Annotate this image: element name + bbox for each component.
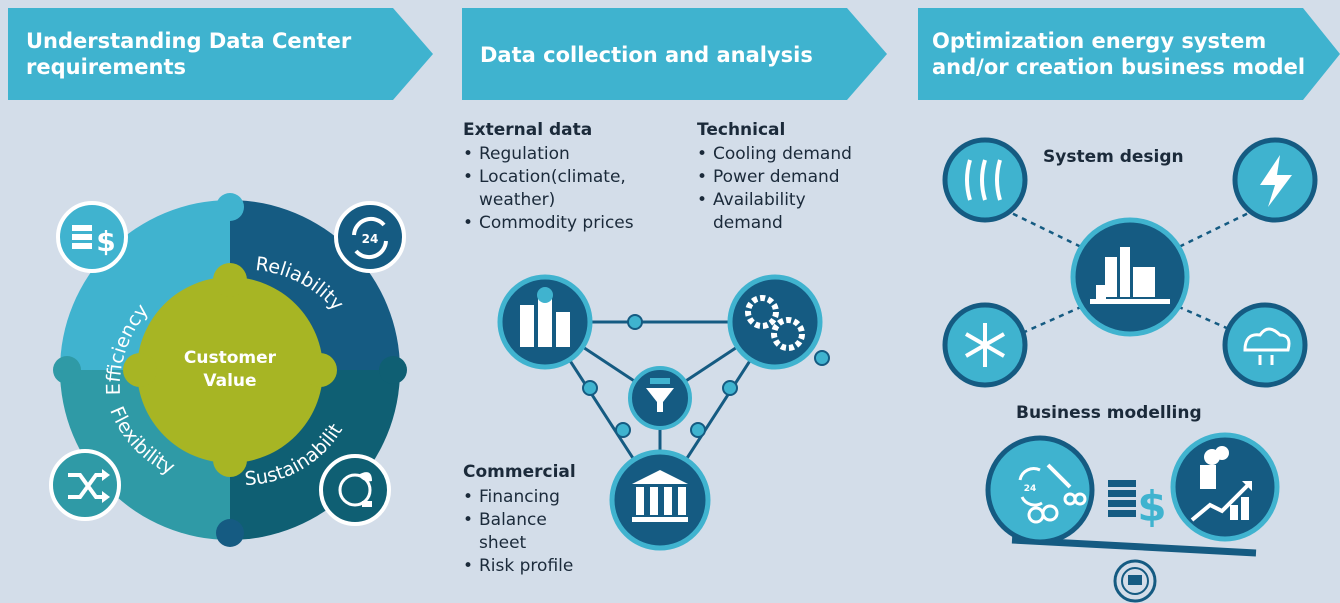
- list-item: Regulation: [463, 143, 634, 166]
- coins-dollar-icon: $: [1108, 480, 1167, 531]
- heat-icon: [942, 137, 1028, 223]
- technical-heading: Technical: [697, 120, 786, 140]
- badge-24: 24: [1024, 484, 1037, 494]
- banner-title-line1: Optimization energy system: [932, 29, 1267, 53]
- list-item: Location(climate,: [463, 166, 634, 189]
- banner-title-line2: requirements: [26, 55, 186, 79]
- banner-title-line1: Understanding Data Center: [26, 29, 352, 53]
- center-label-line2: Value: [203, 371, 256, 391]
- filter-icon: [628, 366, 692, 430]
- banner-data-collection: Data collection and analysis: [462, 8, 887, 100]
- system-design-title: System design: [1043, 147, 1184, 167]
- gears-icon: [727, 274, 823, 370]
- leaf-plug-icon: [319, 454, 391, 526]
- list-item: demand: [713, 213, 783, 233]
- business-modelling-title: Business modelling: [1016, 403, 1202, 423]
- svg-text:$: $: [96, 225, 115, 258]
- shuffle-icon: [49, 449, 121, 521]
- list-item: Financing: [463, 486, 573, 509]
- 24-hour-icon: 24: [334, 201, 406, 273]
- banner-title-line1: Data collection and analysis: [480, 43, 813, 67]
- bank-icon: [609, 449, 711, 551]
- list-item: sheet: [479, 533, 527, 553]
- growth-factory-icon: [1170, 432, 1280, 542]
- external-data-list: Regulation Location(climate, weather) Co…: [463, 143, 634, 235]
- banner-requirements: Understanding Data Center requirements: [8, 8, 433, 100]
- banner-title: Data collection and analysis: [480, 42, 813, 68]
- cycle-factory-icon: [1113, 559, 1157, 603]
- banner-arrow-shape: [462, 8, 887, 100]
- banner-arrow-shape: [918, 8, 1340, 100]
- list-item: weather): [479, 190, 556, 210]
- banner-title: Understanding Data Center requirements: [26, 28, 351, 80]
- commercial-list: Financing Balance sheet Risk profile: [463, 486, 573, 578]
- center-label-line1: Customer: [184, 348, 277, 368]
- list-item: Power demand: [697, 166, 852, 189]
- banner-title: Optimization energy system and/or creati…: [932, 28, 1305, 80]
- commercial-heading: Commercial: [463, 462, 576, 482]
- banner-optimization: Optimization energy system and/or creati…: [918, 8, 1340, 100]
- lightning-icon: [1232, 137, 1318, 223]
- customer-value-wheel: Customer Value Efficiency Reliability Fl…: [40, 185, 407, 547]
- customer-value-center: [137, 277, 323, 463]
- list-item: Risk profile: [463, 555, 573, 578]
- cloud-icon: [1222, 302, 1308, 388]
- money-icon: $: [56, 201, 128, 273]
- external-data-heading: External data: [463, 120, 593, 140]
- list-item: Balance: [463, 509, 573, 532]
- technical-list: Cooling demand Power demand Availability…: [697, 143, 852, 235]
- tools-icon: 24: [985, 435, 1095, 545]
- svg-text:$: $: [1137, 482, 1166, 531]
- data-network-diagram: [497, 274, 830, 551]
- banner-arrow-shape: [8, 8, 433, 100]
- snowflake-icon: [942, 302, 1028, 388]
- coins-icon: [497, 274, 593, 370]
- list-item: Commodity prices: [463, 212, 634, 235]
- optimization-diagram: 24 $: [942, 137, 1318, 603]
- banner-title-line2: and/or creation business model: [932, 55, 1306, 79]
- list-item: Cooling demand: [697, 143, 852, 166]
- badge-24: 24: [362, 232, 379, 246]
- list-item: Availability: [697, 189, 852, 212]
- plant-icon: [1070, 217, 1190, 337]
